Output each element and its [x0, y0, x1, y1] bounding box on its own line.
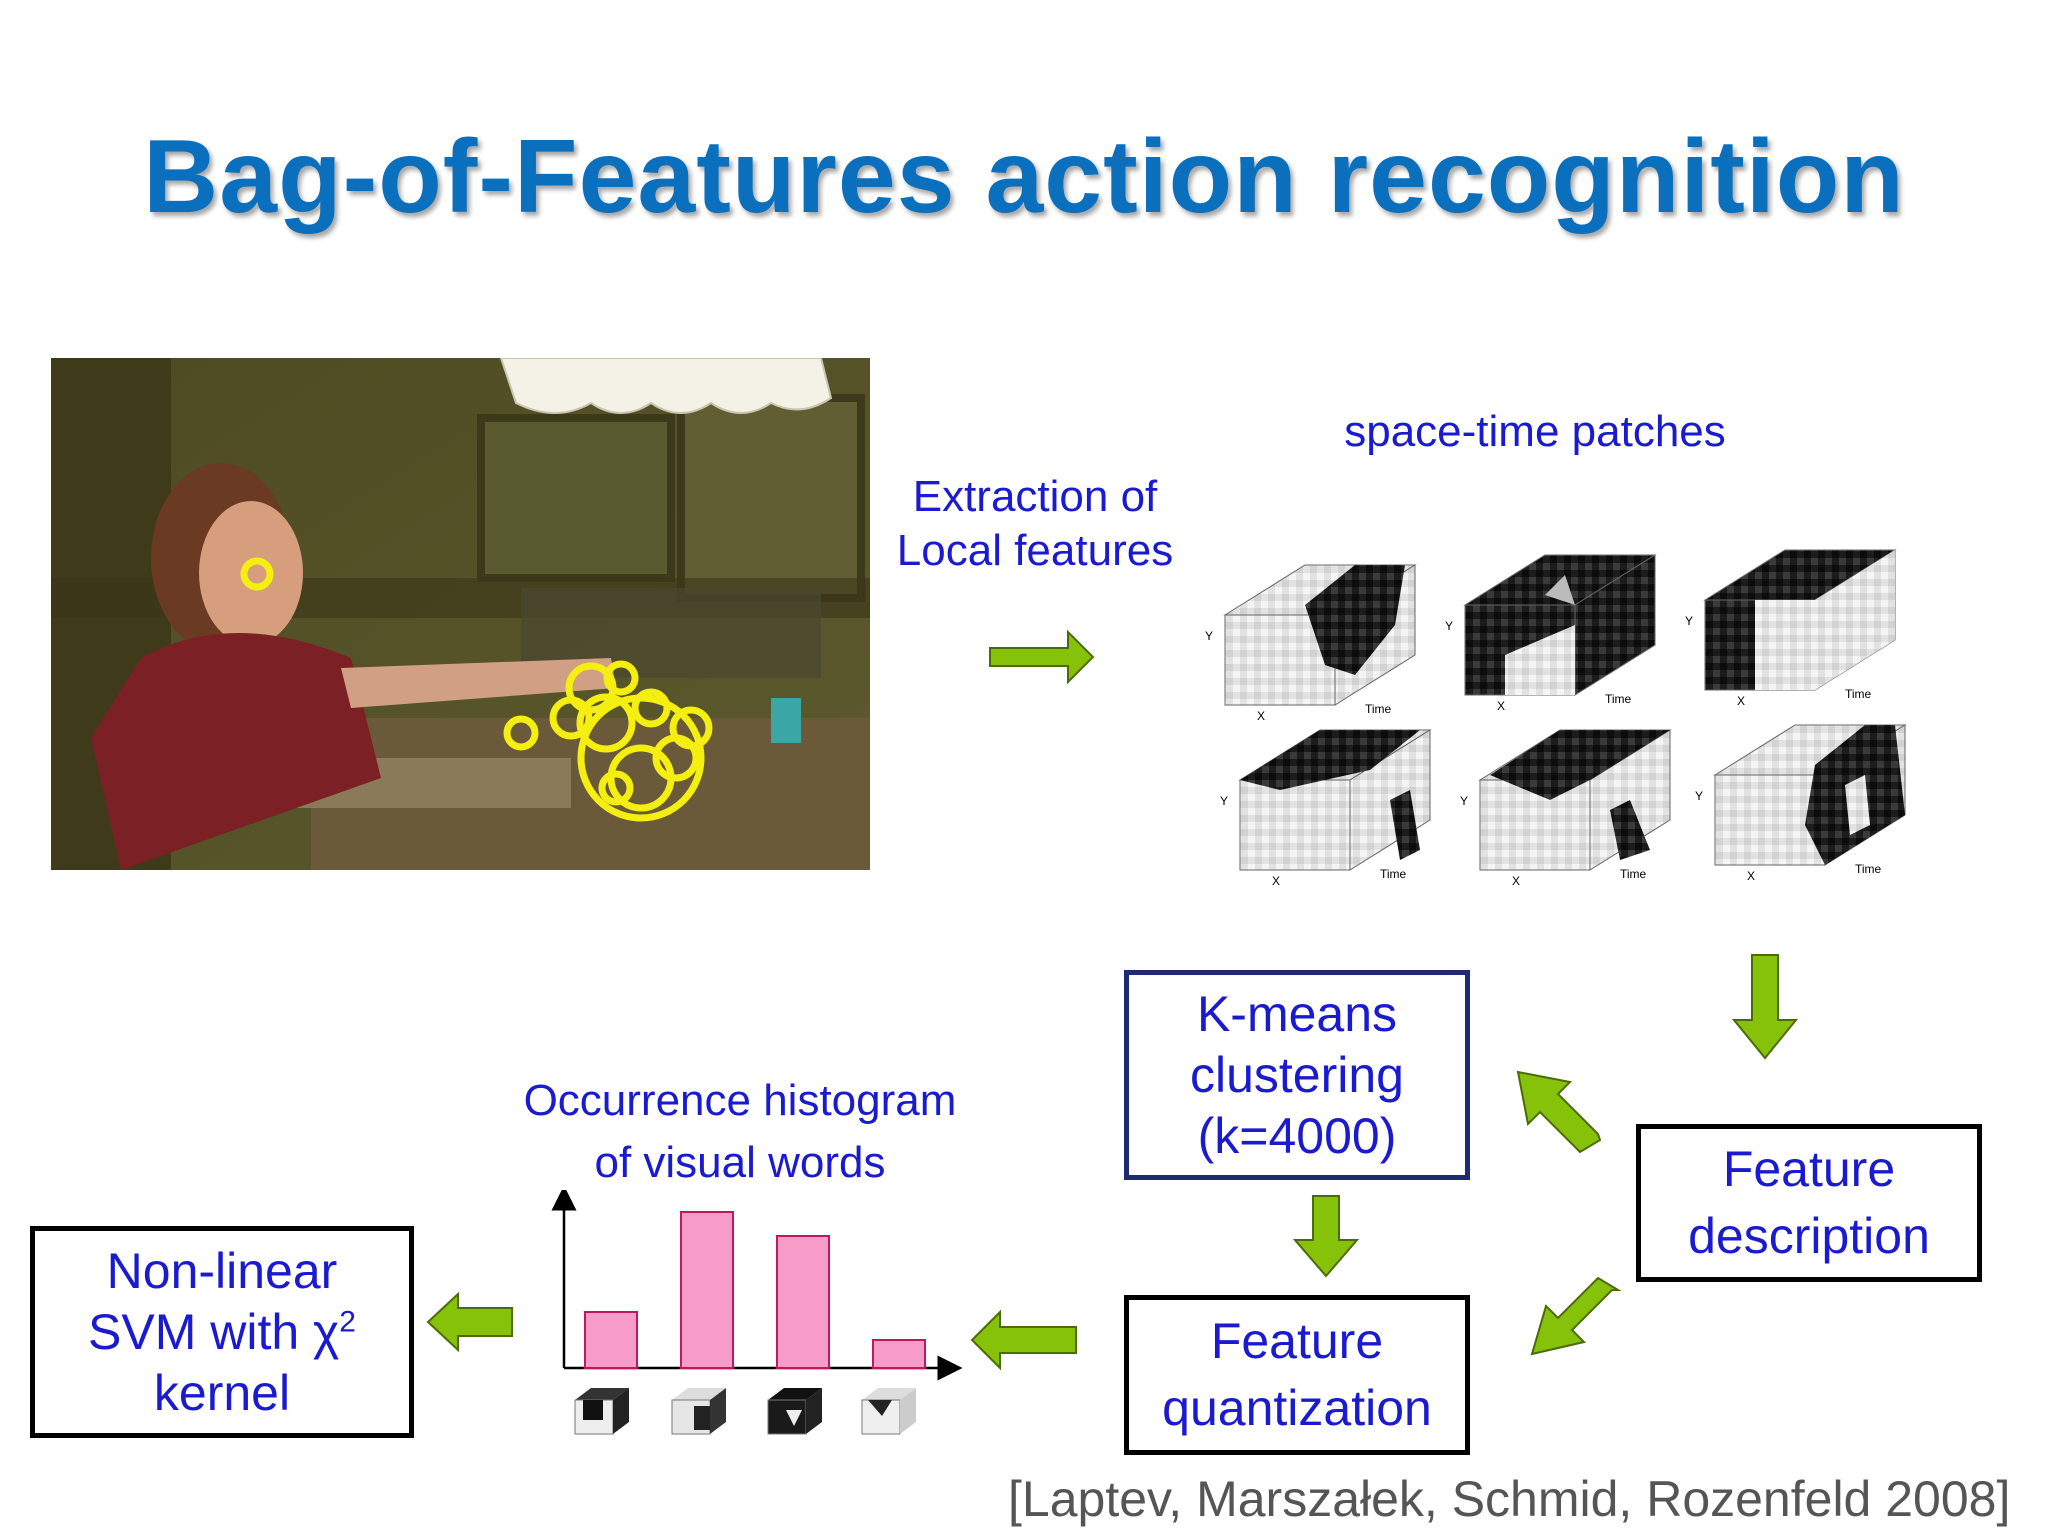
svg-text:X: X: [1512, 874, 1520, 885]
histogram-label-line1: Occurrence histogram: [523, 1076, 957, 1125]
patch-2: Y X Time: [1445, 554, 1656, 713]
kmeans-box: K-means clustering (k=4000): [1124, 970, 1470, 1180]
svg-text:Y: Y: [1685, 614, 1693, 628]
svg-text:Time: Time: [1855, 862, 1882, 876]
feature-quantization-box: Feature quantization: [1124, 1295, 1470, 1455]
arrow-up-left-kmeans: [1516, 1070, 1602, 1154]
svg-text:Time: Time: [1365, 702, 1392, 716]
arrow-left-svm: [426, 1291, 513, 1353]
histogram-bar-4: [872, 1339, 926, 1369]
kmeans-line1: K-means: [1196, 985, 1398, 1042]
chi-square-superscript: 2: [339, 1304, 356, 1338]
arrow-left-histogram: [970, 1309, 1077, 1371]
arrow-down-left-quantization: [1530, 1276, 1622, 1356]
slide-title: Bag-of-Features action recognition: [143, 119, 1905, 235]
feature-description-line1: Feature: [1722, 1140, 1896, 1197]
histogram-bar-3: [776, 1235, 830, 1369]
feature-description-line2: description: [1688, 1208, 1930, 1264]
extraction-label-line1: Extraction of: [912, 472, 1158, 521]
patch-4: Y X Time: [1220, 729, 1431, 885]
svg-text:Y: Y: [1220, 794, 1228, 808]
arrow-down-quantization: [1292, 1195, 1360, 1278]
svg-text:Time: Time: [1845, 687, 1872, 701]
svg-text:X: X: [1272, 874, 1280, 885]
feature-quantization-line2: quantization: [1162, 1380, 1432, 1436]
kmeans-line3: (k=4000): [1197, 1107, 1397, 1164]
svg-text:X: X: [1747, 869, 1755, 883]
space-time-patches: Y X Time Y X Time Y X Time Y X Time Y X …: [1205, 549, 1906, 885]
svm-box: Non-linear SVM with χ2 kernel: [30, 1226, 414, 1438]
svm-line2: SVM with χ2: [88, 1302, 356, 1363]
patch-1: Y X Time: [1205, 564, 1416, 723]
kmeans-line2: clustering: [1190, 1046, 1404, 1103]
histogram-word-patches: [574, 1388, 916, 1435]
svg-text:Y: Y: [1445, 619, 1453, 633]
svm-line1: Non-linear: [106, 1242, 338, 1299]
extraction-label-line2: Local features: [896, 525, 1174, 575]
patch-5: Y X Time: [1460, 729, 1671, 885]
feature-quantization-line1: Feature: [1210, 1312, 1384, 1369]
histogram-label-line2: of visual words: [594, 1137, 886, 1187]
citation: [Laptev, Marszałek, Schmid, Rozenfeld 20…: [1008, 1471, 2011, 1527]
svg-text:X: X: [1497, 699, 1505, 713]
svg-text:X: X: [1257, 709, 1265, 723]
svg-text:Y: Y: [1695, 789, 1703, 803]
patch-6: Y X Time: [1695, 724, 1906, 883]
svg-text:X: X: [1737, 694, 1745, 708]
patches-label: space-time patches: [1344, 407, 1726, 456]
svg-text:Time: Time: [1620, 867, 1647, 881]
arrow-right-extraction: [989, 629, 1095, 685]
arrow-down-description: [1731, 954, 1799, 1060]
svg-text:Time: Time: [1605, 692, 1632, 706]
svm-line3: kernel: [153, 1364, 291, 1421]
svm-line2-text: SVM with χ: [88, 1303, 340, 1360]
patch-3: Y X Time: [1685, 549, 1896, 708]
svg-text:Y: Y: [1205, 629, 1213, 643]
histogram-bar-1: [584, 1311, 638, 1369]
occurrence-histogram: [551, 1190, 963, 1435]
histogram-bar-2: [680, 1211, 734, 1369]
svg-text:Time: Time: [1380, 867, 1407, 881]
video-frame-image: [51, 358, 870, 870]
feature-description-box: Feature description: [1636, 1124, 1982, 1282]
svg-text:Y: Y: [1460, 794, 1468, 808]
